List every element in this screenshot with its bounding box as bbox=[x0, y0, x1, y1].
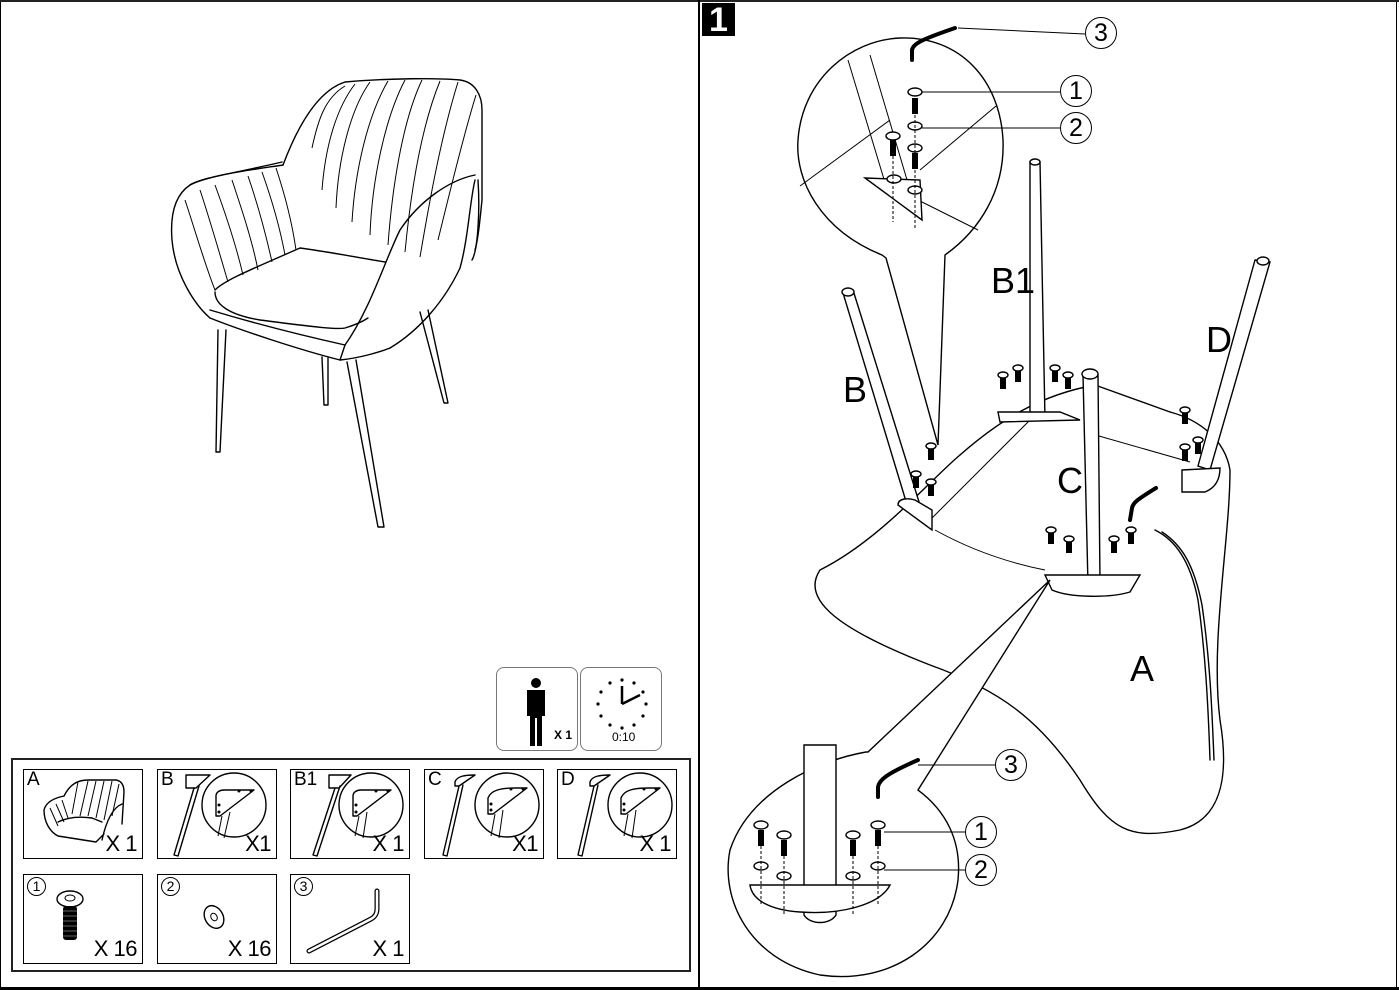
part-id: C bbox=[428, 769, 442, 790]
part-qty: X 1 bbox=[372, 936, 404, 961]
part-id: D bbox=[561, 769, 575, 790]
part-qty: X 1 bbox=[105, 831, 137, 856]
part-b: B X1 bbox=[157, 769, 277, 859]
part-qty: X1 bbox=[245, 831, 271, 856]
clock-icon bbox=[596, 678, 648, 730]
callout-washer-top: 2 bbox=[1060, 112, 1092, 144]
seat-thumbnail bbox=[43, 779, 125, 843]
part-a: A X 1 bbox=[23, 769, 143, 859]
leg-c-thumbnail bbox=[442, 772, 540, 857]
detail-circle-bottom bbox=[727, 579, 1051, 978]
leg-b-thumbnail bbox=[173, 772, 267, 857]
bolt-icon bbox=[56, 890, 84, 940]
label-leg-b1: B1 bbox=[991, 260, 1036, 301]
label-seat-a: A bbox=[1130, 648, 1155, 689]
part-2-washer: 2 X 16 bbox=[157, 874, 277, 964]
person-icon bbox=[527, 678, 545, 746]
callout-bolt-bottom: 1 bbox=[965, 816, 997, 848]
assembly-time-box: 0:10 bbox=[580, 667, 662, 751]
label-leg-b: B bbox=[843, 369, 868, 410]
label-leg-d: D bbox=[1206, 319, 1232, 360]
part-d: D X 1 bbox=[557, 769, 677, 859]
part-qty: X 16 bbox=[93, 936, 138, 961]
washer-icon bbox=[203, 904, 225, 930]
callout-washer-bottom: 2 bbox=[965, 854, 997, 886]
callout-bolt-top: 1 bbox=[1060, 75, 1092, 107]
panel-divider bbox=[698, 0, 700, 990]
part-qty: X 1 bbox=[372, 831, 404, 856]
fasteners bbox=[910, 364, 1204, 553]
allen-key-icon bbox=[306, 888, 380, 954]
overview-panel: X 1 0:10 A bbox=[11, 78, 691, 972]
part-id: 3 bbox=[294, 877, 313, 896]
part-id: B bbox=[161, 769, 174, 790]
leg-b1-thumbnail bbox=[312, 772, 404, 857]
step-panel: 1 bbox=[700, 0, 1399, 990]
bottom-border bbox=[0, 987, 1399, 990]
part-id: B1 bbox=[294, 769, 318, 790]
assembly-diagram bbox=[727, 26, 1271, 978]
part-b1: B1 X 1 bbox=[290, 769, 410, 859]
persons-qty: X 1 bbox=[553, 728, 572, 742]
assembled-chair-illustration bbox=[170, 78, 483, 528]
parts-list: A X 1 B X1 bbox=[11, 758, 691, 972]
part-c: C X1 bbox=[424, 769, 544, 859]
label-leg-c: C bbox=[1057, 460, 1083, 501]
persons-required-box: X 1 bbox=[496, 667, 578, 751]
step-number-badge: 1 bbox=[702, 3, 735, 38]
detail-circle-top bbox=[797, 26, 1086, 446]
part-qty: X 16 bbox=[227, 936, 272, 961]
part-id: A bbox=[27, 769, 40, 790]
part-id: 2 bbox=[161, 877, 180, 896]
part-qty: X 1 bbox=[639, 831, 671, 856]
part-id: 1 bbox=[27, 877, 46, 896]
part-qty: X1 bbox=[512, 831, 538, 856]
part-3-allen-key: 3 X 1 bbox=[290, 874, 410, 964]
callout-allen-key-top: 3 bbox=[1085, 17, 1117, 49]
leg-d-thumbnail bbox=[577, 772, 673, 857]
part-1-bolt: 1 X 16 bbox=[23, 874, 143, 964]
assembly-time: 0:10 bbox=[612, 730, 636, 744]
callout-allen-key-bottom: 3 bbox=[995, 749, 1027, 781]
